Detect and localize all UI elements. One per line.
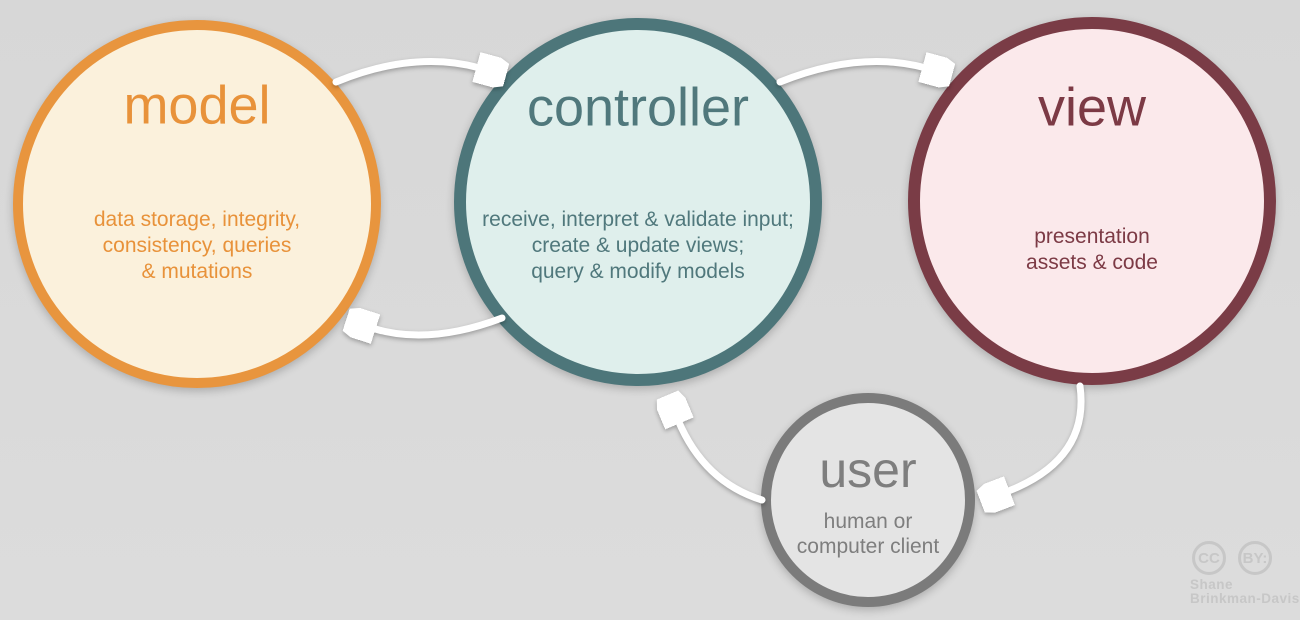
description-line: data storage, integrity, <box>93 208 301 231</box>
arrow-view-to-user <box>1006 382 1085 492</box>
node-user: user human or computer client <box>761 393 975 607</box>
arrow-controller-to-model <box>372 318 506 335</box>
credit-name-line1: Shane <box>1190 577 1234 592</box>
node-user-description: human or computer client <box>771 509 965 559</box>
node-user-title: user <box>819 441 917 498</box>
description-line: create & update views; <box>531 234 745 257</box>
node-model-description: data storage, integrity, consistency, qu… <box>23 207 371 285</box>
node-controller-description: receive, interpret & validate input; cre… <box>466 207 810 285</box>
node-view-description: presentation assets & code <box>920 224 1264 276</box>
credit-name-line2: Brinkman-Davis <box>1190 591 1300 606</box>
cc-by-icon: BY: <box>1238 541 1272 575</box>
description-line: receive, interpret & validate input; <box>482 208 794 231</box>
description-line: computer client <box>796 535 940 558</box>
node-view: view presentation assets & code <box>908 17 1276 385</box>
node-model-title: model <box>123 75 271 136</box>
description-line: query & modify models <box>531 260 745 283</box>
arrow-user-to-controller <box>678 420 766 504</box>
description-line: consistency, queries <box>102 234 292 257</box>
description-line: human or <box>823 510 913 533</box>
description-line: assets & code <box>1026 251 1158 274</box>
description-line: & mutations <box>141 260 253 283</box>
node-controller-title: controller <box>526 77 750 138</box>
description-line: presentation <box>1034 225 1150 248</box>
node-view-title: view <box>1037 77 1147 138</box>
node-controller: controller receive, interpret & validate… <box>454 18 822 386</box>
credit-name: Shane Brinkman-Davis <box>1190 578 1300 606</box>
cc-icon: CC <box>1192 541 1226 575</box>
node-model: model data storage, integrity, consisten… <box>13 20 381 388</box>
